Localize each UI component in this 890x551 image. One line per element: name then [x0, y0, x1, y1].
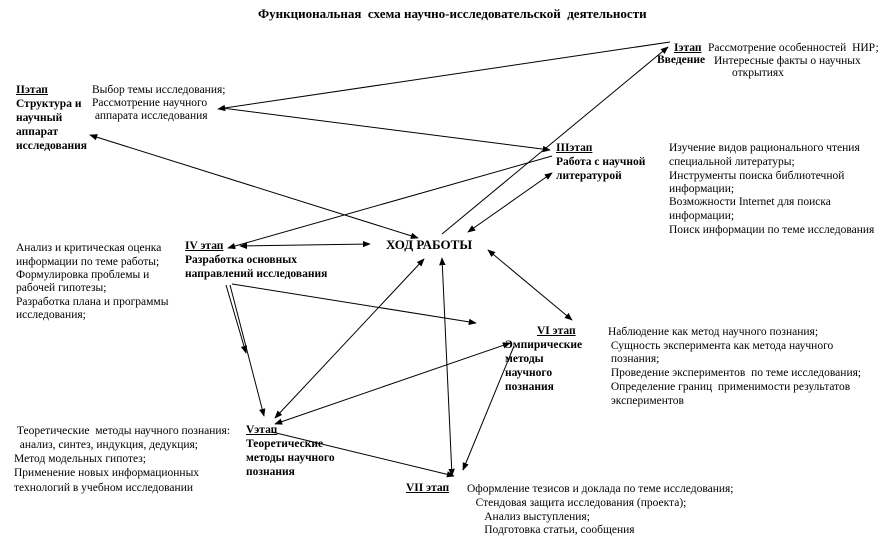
stage-2-text-1: Выбор темы исследования; [92, 84, 226, 96]
stage-1-name: Введение [657, 54, 706, 66]
arrow-center-s6 [487, 249, 573, 321]
stage-3-text-6: информации; [669, 210, 735, 222]
stage-5-name-3: познания [246, 466, 295, 478]
stage-6-text-5: Определение границ применимости результа… [608, 381, 851, 393]
stage-3-text-2: специальной литературы; [669, 156, 795, 168]
stage-6-name-2: методы [505, 353, 544, 365]
stage-4-text-5: Разработка плана и программы [16, 296, 169, 308]
stage-4-text-3: Формулировка проблемы и [16, 269, 150, 281]
stage-4-text-1: Анализ и критическая оценка [16, 242, 162, 254]
stage-7-text-4: Подготовка статьи, сообщения [467, 524, 635, 536]
stage-4-text-4: рабочей гипотезы; [16, 282, 107, 294]
stage-5-text-5: технологий в учебном исследовании [14, 482, 194, 494]
diagram-title: Функциональная схема научно-исследовател… [258, 6, 647, 21]
stage-3-name-1: Работа с научной [556, 156, 646, 168]
stage-1-label: Iэтап [674, 42, 702, 54]
stage-5-text-2: анализ, синтез, индукция, дедукция; [14, 439, 199, 451]
stage-3-label: IIIэтап [556, 142, 593, 154]
stage-6-text-1: Наблюдение как метод научного познания; [608, 326, 819, 338]
arrow-center-s7 [439, 257, 455, 477]
stage-6-name-1: Эмпирические [505, 339, 583, 351]
arrow-s4-to-s5-b [229, 284, 266, 417]
stage-6-name-3: научного [505, 367, 553, 379]
arrow-s4-center [239, 240, 371, 250]
arrow-s5-center [274, 258, 425, 419]
arrow-s5-to-s7 [271, 431, 455, 478]
stage-2-name-2: научный [16, 112, 63, 124]
stage-5-name-1: Теоретические [246, 438, 324, 450]
arrow-s2-center [89, 134, 419, 239]
arrow-s4-to-s6 [231, 283, 477, 326]
stage-4-name-1: Разработка основных [185, 254, 297, 266]
stage-3-text-3: Инструменты поиска библиотечной [669, 170, 845, 182]
stage-2-name-1: Структура и [16, 98, 82, 110]
arrow-s5-s6 [274, 342, 511, 425]
stage-7-text-1: Оформление тезисов и доклада по теме исс… [467, 483, 734, 495]
stage-1-text-3: открытиях [732, 67, 784, 79]
stage-4-name-2: направлений исследования [185, 268, 328, 280]
stage-6-label: VI этап [537, 325, 576, 337]
arrow-s3-to-s4 [227, 155, 553, 250]
stage-4-text-2: информации по теме работы; [16, 256, 160, 268]
stage-7-text-3: Анализ выступления; [467, 511, 590, 523]
stage-6-text-2: Сущность эксперимента как метода научног… [608, 340, 834, 352]
stage-6-text-6: экспериментов [608, 395, 684, 407]
stage-4-text-6: исследования; [16, 309, 86, 321]
stage-5-name-2: методы научного [246, 452, 335, 464]
stage-2-name-3: аппарат [16, 126, 59, 138]
stage-5-label: Vэтап [246, 424, 278, 436]
stage-3-text-4: информации; [669, 183, 735, 195]
stage-1-text-1: Рассмотрение особенностей НИР; [708, 42, 879, 54]
stage-2-label: IIэтап [16, 84, 48, 96]
stage-5-text-3: Метод модельных гипотез; [14, 453, 146, 465]
stage-5-text-1: Теоретические методы научного познания: [14, 425, 231, 437]
stage-3-text-5: Возможности Internet для поиска [669, 196, 831, 208]
stage-1-text-2: Интересные факты о научных [714, 55, 861, 67]
arrow-s6-to-s7 [462, 345, 515, 471]
stage-6-text-3: познания; [608, 353, 660, 365]
stage-7-label: VII этап [406, 482, 450, 494]
center-node-work-progress: ХОД РАБОТЫ [386, 237, 473, 252]
arrow-s2-to-s3 [221, 107, 551, 153]
stage-2-name-4: исследования [16, 140, 87, 152]
stage-3-text-7: Поиск информации по теме исследования [669, 224, 875, 236]
stage-7-text-2: Стендовая защита исследования (проекта); [467, 497, 687, 509]
stage-6-name-4: познания [505, 381, 554, 393]
stage-5-text-4: Применение новых информационных [14, 467, 200, 479]
arrow-s1-to-s2 [217, 41, 671, 112]
stage-4-label: IV этап [185, 240, 224, 252]
stage-6-text-4: Проведение экспериментов по теме исследо… [608, 367, 862, 379]
stage-2-text-2: Рассмотрение научного [92, 97, 208, 109]
arrow-center-s3 [467, 172, 553, 233]
stage-2-text-3: аппарата исследования [92, 110, 208, 122]
arrow-s4-to-s5-a [225, 284, 248, 354]
stage-3-text-1: Изучение видов рационального чтения [669, 142, 860, 154]
stage-3-name-2: литературой [556, 170, 622, 182]
